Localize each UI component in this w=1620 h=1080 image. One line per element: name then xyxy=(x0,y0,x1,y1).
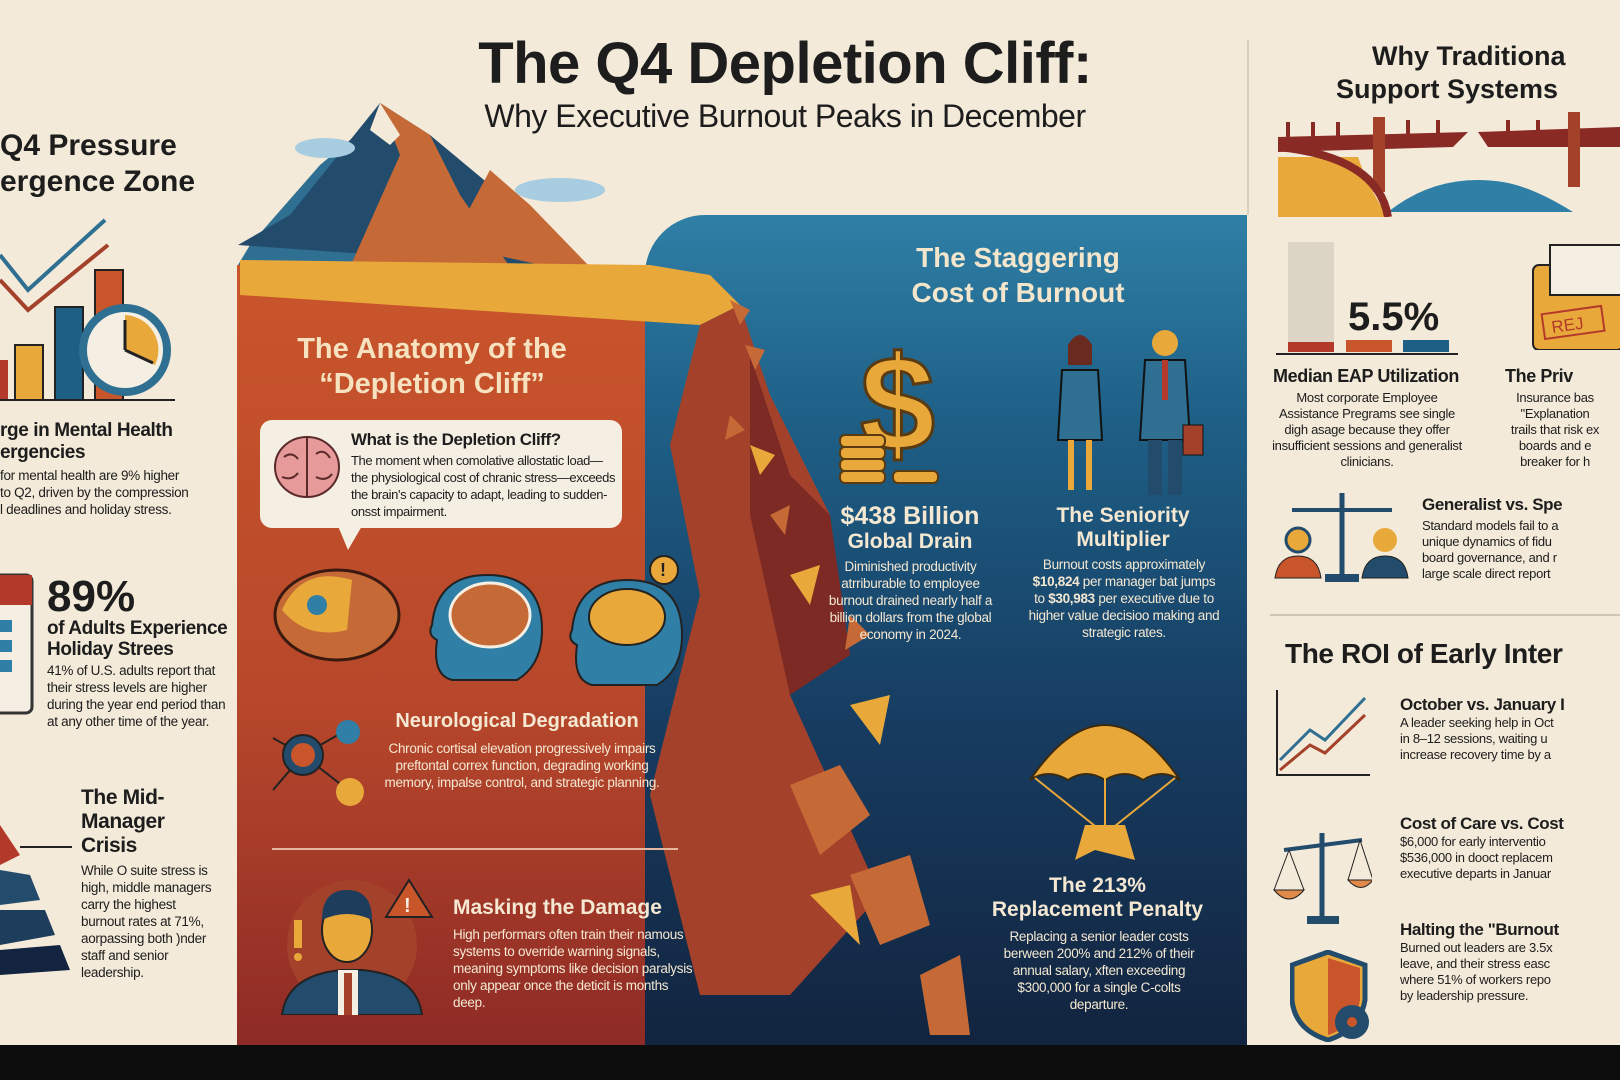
midmanager-body: While O suite stress is high, middle man… xyxy=(81,863,212,980)
shield-target-icon xyxy=(1290,950,1369,1042)
generalist-title: Generalist vs. Spe xyxy=(1422,495,1563,514)
drain-subtitle: Global Drain xyxy=(847,530,973,553)
replacement-body: Replacing a senior leader costs berween … xyxy=(1003,929,1195,1012)
balance-scale-icon xyxy=(1272,833,1372,924)
drain-body: Diminished productivity atrriburable to … xyxy=(828,559,993,642)
neuro-body: Chronic cortisal elevation progressively… xyxy=(384,741,660,790)
broken-bridge-icon xyxy=(1278,112,1620,217)
holiday-title: of Adults Experience xyxy=(47,618,228,639)
executives-icon xyxy=(1056,330,1204,495)
anatomy-heading: The Anatomy of the xyxy=(297,333,567,365)
divider xyxy=(1270,614,1620,616)
clouds-icon xyxy=(295,138,605,202)
generalist-body: Standard models fail to a xyxy=(1422,518,1559,533)
dollar-coins-icon: $ xyxy=(839,335,939,484)
roi-item-cost-of-care: Cost of Care vs. Cost $6,000 for early i… xyxy=(1400,814,1564,881)
what-title: What is the Depletion Cliff? xyxy=(351,430,561,449)
masking-body: High performars often train their namous… xyxy=(453,927,693,1010)
brain-icon xyxy=(274,436,340,498)
pyramid-icon xyxy=(0,825,72,975)
privacy-title: The Priv xyxy=(1505,366,1573,386)
broken-golden-parachute-icon xyxy=(1029,724,1181,860)
surge-title: rge in Mental Health xyxy=(0,420,173,441)
rejected-claim-folder-icon: REJ xyxy=(1532,244,1620,350)
svg-text:REJ: REJ xyxy=(1550,314,1584,337)
seniority-body: Burnout costs approximately $10,824 per … xyxy=(1028,557,1220,640)
brain-heads-illustration: ! xyxy=(273,555,684,686)
trend-chart-icon xyxy=(1276,690,1370,776)
divider xyxy=(1247,40,1249,215)
surge-body: for mental health are 9% higher xyxy=(0,468,180,483)
rising-bar-chart-clock-icon xyxy=(0,218,175,401)
holiday-body: 41% of U.S. adults report that their str… xyxy=(47,663,226,729)
eap-title: Median EAP Utilization xyxy=(1273,366,1459,386)
cost-heading: The Staggering xyxy=(916,242,1120,273)
page-title: The Q4 Depletion Cliff: xyxy=(478,31,1092,96)
eap-stat: 5.5% xyxy=(1348,295,1440,339)
page-subtitle: Why Executive Burnout Peaks in December xyxy=(484,98,1086,134)
calendar-icon xyxy=(0,573,34,715)
mountain-cliff-illustration xyxy=(238,103,970,1035)
svg-text:!: ! xyxy=(660,560,666,580)
masking-title: Masking the Damage xyxy=(453,896,662,919)
right-heading: Why Traditiona xyxy=(1372,41,1566,71)
neuro-title: Neurological Degradation xyxy=(395,710,639,732)
drain-title: $438 Billion xyxy=(840,502,980,530)
scales-people-icon xyxy=(1274,493,1409,582)
masked-executive-icon: ! xyxy=(280,878,434,1015)
holiday-stat: 89% xyxy=(47,572,136,621)
replacement-title: The 213% xyxy=(1049,874,1146,897)
roi-heading: The ROI of Early Inter xyxy=(1285,638,1563,669)
divider xyxy=(272,848,678,850)
bottom-edge xyxy=(0,1045,1620,1080)
neural-network-icon xyxy=(272,720,364,806)
what-body: The moment when comolative allostatic lo… xyxy=(351,453,616,519)
eap-bar-chart-icon xyxy=(1276,242,1458,355)
eap-body: Most corporate Employee Assistance Pregr… xyxy=(1272,390,1462,469)
svg-text:!: ! xyxy=(404,895,411,917)
roi-item-october: October vs. January I A leader seeking h… xyxy=(1400,695,1565,762)
seniority-title: The Seniority xyxy=(1056,504,1190,527)
roi-item-halting-burnout: Halting the "Burnout Burned out leaders … xyxy=(1400,920,1559,1003)
midmanager-title: The Mid- xyxy=(81,786,165,809)
